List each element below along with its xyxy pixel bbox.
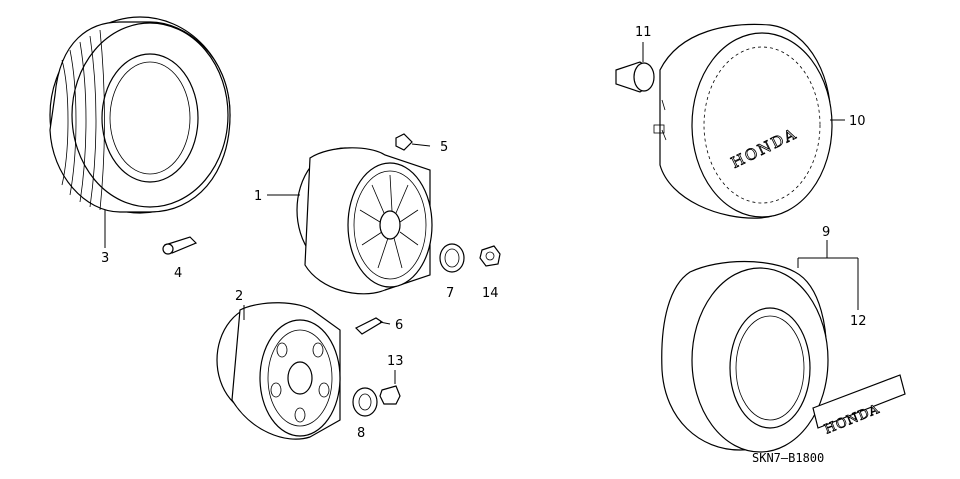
callout-4: 4	[174, 266, 182, 281]
alloy-wheel-part-1	[296, 147, 433, 295]
leader-lines	[104, 42, 859, 384]
tire-part-3	[49, 16, 231, 214]
callout-5: 5	[440, 140, 448, 155]
callout-1: 1	[254, 189, 262, 204]
emblem-part-12: HONDA	[812, 374, 906, 438]
spare-cover-part-10: HONDA	[653, 23, 833, 219]
callout-9: 9	[822, 225, 830, 240]
callout-10: 10	[849, 114, 866, 129]
callout-3: 3	[101, 251, 109, 266]
wheel-nut-part-14	[479, 245, 501, 267]
wheel-nut-part-13	[379, 385, 401, 405]
callouts: 3 4 1 5 7 14 2 6 13 8 11 10 9 12	[101, 25, 867, 441]
callout-14: 14	[482, 286, 499, 301]
callout-12: 12	[850, 314, 867, 329]
valve-part-6	[354, 317, 384, 335]
callout-2: 2	[235, 289, 243, 304]
center-cap-part-7	[439, 243, 465, 273]
callout-11: 11	[635, 25, 652, 40]
cover-cap-part-11	[615, 61, 655, 93]
valve-part-4	[162, 236, 198, 255]
center-cap-part-8	[352, 387, 378, 417]
callout-7: 7	[446, 286, 454, 301]
callout-8: 8	[357, 426, 365, 441]
diagram-code: SKN7–B1800	[752, 451, 824, 465]
spare-tire-part-9	[661, 260, 829, 453]
steel-wheel-part-2	[216, 302, 341, 440]
balance-weight-part-5	[395, 133, 413, 151]
callout-13: 13	[387, 354, 404, 369]
callout-6: 6	[395, 318, 403, 333]
